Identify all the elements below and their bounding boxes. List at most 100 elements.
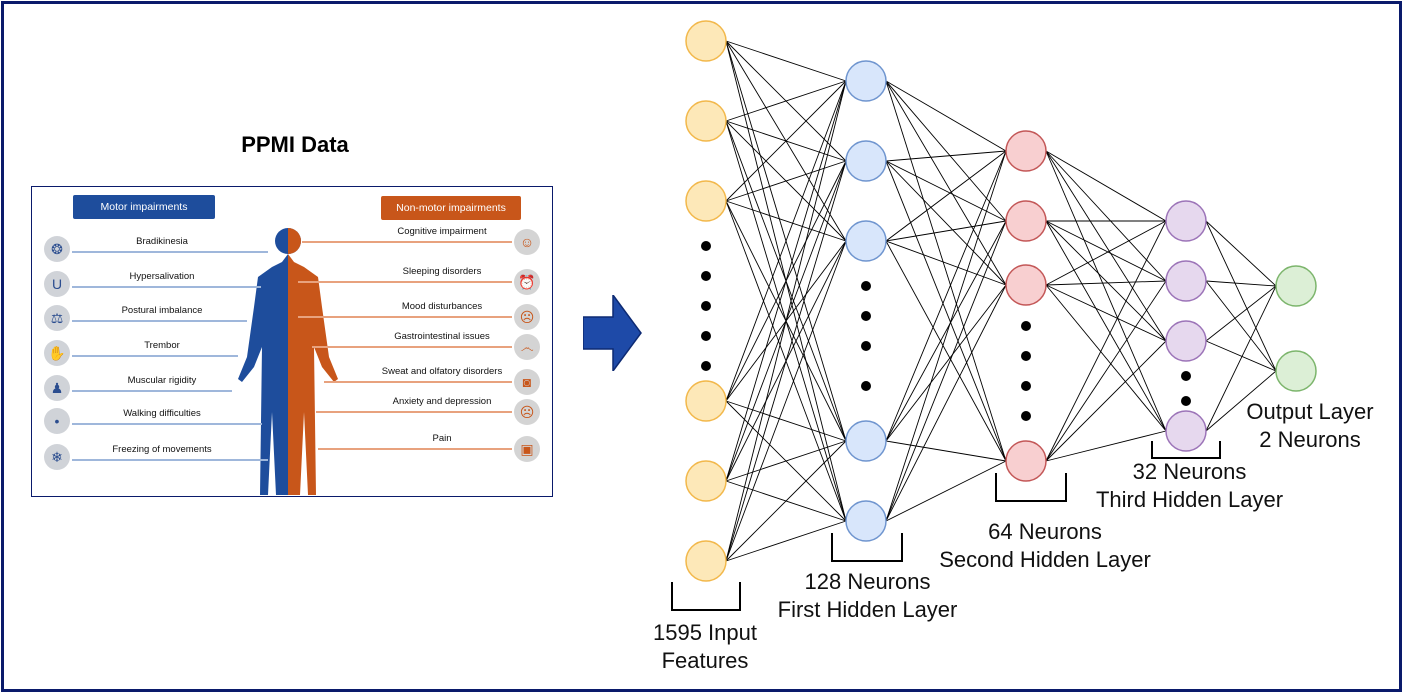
nonmotor-item-label: Sleeping disorders — [402, 266, 482, 277]
connection-edge — [725, 200, 847, 242]
connection-edge — [1045, 280, 1167, 462]
connection-edge — [1205, 370, 1277, 432]
ellipsis-dot — [861, 311, 871, 321]
nonmotor-connector-line — [318, 448, 512, 450]
connection-edge — [885, 220, 1007, 442]
connection-edge — [1045, 220, 1167, 462]
nonmotor-connector-line — [298, 281, 512, 283]
layer-bracket — [1151, 441, 1221, 459]
connection-edge — [885, 80, 1007, 462]
connection-edge — [1045, 284, 1167, 432]
network-connections — [725, 40, 1277, 562]
connection-edge — [725, 400, 847, 442]
input-layer-label: 1595 Input Features — [630, 619, 780, 675]
body-nonmotor-half — [288, 228, 338, 495]
layer-bracket — [831, 533, 903, 562]
ppmi-infographic: Motor impairments Non-motor impairments … — [31, 186, 553, 497]
connection-edge — [885, 150, 1007, 162]
body-silhouette — [238, 228, 338, 495]
ellipsis-dot — [1021, 351, 1031, 361]
connection-edge — [1045, 150, 1167, 432]
connection-edge — [885, 240, 1007, 286]
connection-edge — [885, 220, 1007, 522]
ellipsis-dot — [701, 361, 711, 371]
connection-edge — [1205, 280, 1277, 287]
brain-icon: ❂ — [44, 236, 70, 262]
footprints-icon: • — [44, 408, 70, 434]
connection-edge — [725, 160, 847, 202]
alarm-clock-icon: ⏰ — [514, 269, 540, 295]
motor-connector-line — [72, 251, 268, 253]
input-count-text: 1595 Input — [653, 620, 757, 645]
ellipsis-dot — [861, 381, 871, 391]
neuron-layer-3 — [1165, 260, 1207, 302]
nonmotor-connector-line — [312, 346, 512, 348]
nonmotor-item-label: Sweat and olfatory disorders — [381, 366, 503, 377]
motor-item-label: Trembor — [144, 340, 180, 351]
first-hidden-layer-label: 128 Neurons First Hidden Layer — [765, 568, 970, 624]
connection-edge — [1045, 340, 1167, 462]
connection-edge — [725, 440, 847, 562]
neuron-layer-2 — [1005, 130, 1047, 172]
snowflake-icon: ❄ — [44, 444, 70, 470]
connection-edge — [1205, 280, 1277, 372]
drop-icon: ◙ — [514, 369, 540, 395]
connection-edge — [885, 460, 1007, 522]
neuron-layer-3 — [1165, 320, 1207, 362]
connection-edge — [885, 150, 1007, 442]
neuron-layer-3 — [1165, 200, 1207, 242]
motor-connector-line — [72, 390, 232, 392]
ellipsis-dot — [1021, 381, 1031, 391]
connection-edge — [885, 160, 1007, 286]
neuron-layer-4 — [1275, 350, 1317, 392]
connection-edge — [885, 440, 1007, 462]
first-hidden-layer-text: First Hidden Layer — [777, 597, 958, 622]
nonmotor-item-label: Gastrointestinal issues — [394, 331, 490, 342]
connection-edge — [1045, 220, 1167, 432]
motor-connector-line — [72, 355, 238, 357]
output-layer-label: Output Layer 2 Neurons — [1235, 398, 1385, 454]
neuron-layer-0 — [685, 380, 727, 422]
connection-edge — [725, 520, 847, 562]
connection-edge — [885, 220, 1007, 242]
connection-edge — [885, 240, 1007, 462]
hand-icon: ✋ — [44, 340, 70, 366]
connection-edge — [1045, 280, 1167, 286]
connection-edge — [1205, 340, 1277, 372]
worried-face-icon: ☹ — [514, 399, 540, 425]
motor-connector-line — [72, 459, 268, 461]
second-hidden-layer-label: 64 Neurons Second Hidden Layer — [925, 518, 1165, 574]
input-layer-text: Features — [661, 648, 749, 673]
motor-item-label: Walking difficulties — [123, 408, 201, 419]
ellipsis-dot — [701, 241, 711, 251]
motor-connector-line — [72, 320, 247, 322]
ellipsis-dot — [1021, 411, 1031, 421]
connection-edge — [1205, 285, 1277, 432]
nonmotor-connector-line — [298, 316, 512, 318]
connection-edge — [885, 160, 1007, 462]
stomach-icon: ෴ — [514, 334, 540, 360]
motor-item-label: Hypersalivation — [129, 271, 195, 282]
second-hidden-layer-text: Second Hidden Layer — [939, 547, 1151, 572]
neuron-layer-0 — [685, 460, 727, 502]
scale-icon: ⚖ — [44, 305, 70, 331]
nonmotor-item-label: Mood disturbances — [401, 301, 483, 312]
connection-edge — [885, 160, 1007, 222]
connection-edge — [1045, 220, 1167, 282]
layer-bracket — [671, 582, 741, 611]
neuron-layer-3 — [1165, 410, 1207, 452]
connection-edge — [885, 284, 1007, 442]
network-neurons — [685, 20, 1317, 582]
motor-item-label: Bradikinesia — [136, 236, 188, 247]
connection-edge — [1205, 220, 1277, 287]
neuron-layer-1 — [845, 220, 887, 262]
motor-impairments-header: Motor impairments — [73, 195, 215, 219]
motor-item-label: Muscular rigidity — [127, 375, 197, 386]
neuron-layer-1 — [845, 60, 887, 102]
connection-edge — [1045, 430, 1167, 462]
connection-edge — [885, 284, 1007, 522]
neuron-layer-0 — [685, 540, 727, 582]
ellipsis-dot — [861, 341, 871, 351]
third-hidden-layer-label: 32 Neurons Third Hidden Layer — [1082, 458, 1297, 514]
ellipsis-dot — [701, 271, 711, 281]
